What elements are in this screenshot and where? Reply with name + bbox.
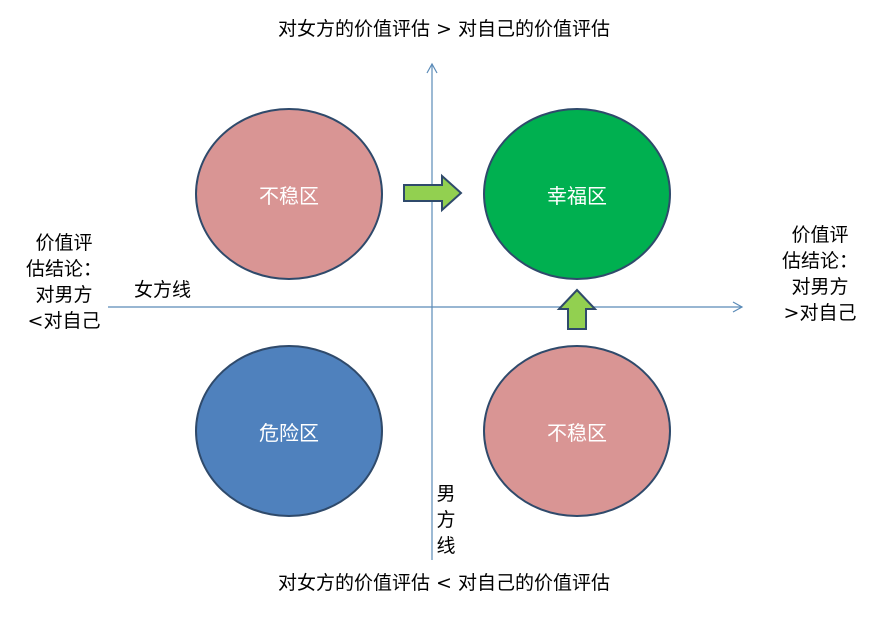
horizontal-axis-label: 女方线 — [134, 279, 192, 301]
zone-bottom-right: 不稳区 — [483, 345, 671, 517]
up-arrow — [556, 288, 598, 330]
zone-bottom-left-label: 危险区 — [259, 420, 319, 445]
zone-top-left: 不稳区 — [195, 108, 383, 280]
right-label: 价值评 估结论： 对男方 >对自己 — [781, 224, 858, 324]
zone-top-right-label: 幸福区 — [547, 183, 607, 208]
right-arrow — [403, 173, 463, 213]
zone-bottom-right-label: 不稳区 — [547, 420, 607, 445]
vertical-axis-label: 男 方 线 — [436, 483, 456, 557]
zone-top-left-label: 不稳区 — [259, 183, 319, 208]
zone-bottom-left: 危险区 — [195, 345, 383, 517]
bottom-label: 对女方的价值评估 < 对自己的价值评估 — [278, 572, 610, 594]
vertical-axis-arrowhead — [426, 62, 438, 74]
top-label: 对女方的价值评估 > 对自己的价值评估 — [278, 18, 610, 40]
zone-top-right: 幸福区 — [483, 108, 671, 280]
left-label: 价值评 估结论： 对男方 <对自己 — [25, 232, 102, 332]
horizontal-axis-arrowhead — [732, 301, 744, 313]
